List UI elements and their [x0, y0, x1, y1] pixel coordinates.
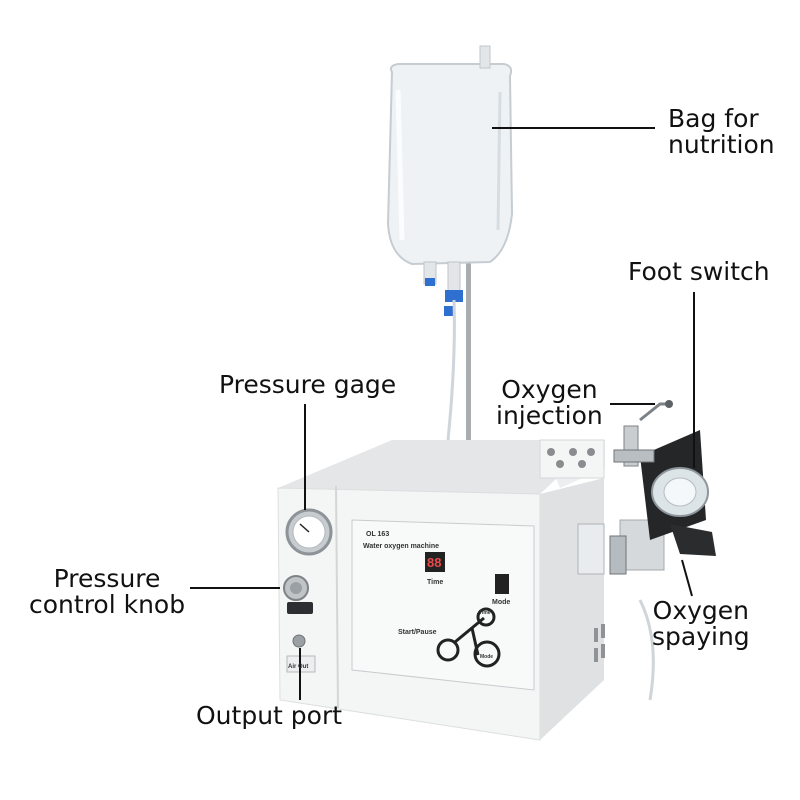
air-out-label: Air Out [288, 664, 308, 670]
drip-tube [446, 299, 456, 441]
leader-oxygen-spraying [681, 559, 693, 597]
callout-bag-for-nutrition: Bag for nutrition [668, 106, 775, 158]
time-display [425, 552, 445, 572]
oxygen-spray-gun [609, 400, 716, 575]
callout-oxygen-spraying: Oxygen spaying [652, 598, 750, 650]
pressure-knob [283, 575, 313, 614]
machine-side [540, 478, 604, 740]
pressure-gauge [285, 508, 333, 556]
callout-spraying-line-1: Oxygen [652, 596, 750, 625]
callout-oxygen-injection: Oxygen injection [496, 377, 603, 429]
callout-spraying-line-2: spaying [652, 622, 750, 651]
callout-foot-switch: Foot switch [628, 257, 770, 286]
callout-bag-line-1: Bag for [668, 104, 759, 133]
nutrition-bag [386, 45, 514, 316]
panel-mode-label: Mode [492, 599, 510, 606]
control-panel [351, 519, 535, 691]
panel-time-label: Time [427, 579, 443, 586]
callout-injection-line-1: Oxygen [501, 375, 598, 404]
panel-product: Water oxygen machine [363, 543, 439, 550]
dial-mode-label: Mode [480, 654, 493, 660]
callout-bag-line-2: nutrition [668, 130, 775, 159]
air-hose [638, 599, 655, 701]
vent-grille [594, 624, 605, 662]
callout-pressure-control-knob: Pressure control knob [29, 566, 185, 618]
machine-top [278, 440, 598, 494]
leader-lines [190, 127, 695, 700]
callout-injection-line-2: injection [496, 401, 603, 430]
dial-time-label: Time [479, 610, 491, 616]
callout-knob-line-1: Pressure [53, 564, 161, 593]
control-dial-graphic [436, 607, 501, 668]
callout-pressure-gage: Pressure gage [219, 370, 397, 399]
display-digits: 88 [427, 555, 441, 570]
panel-model: OL 163 [366, 531, 389, 538]
mode-display [495, 574, 509, 594]
panel-start-pause: Start/Pause [398, 629, 437, 636]
callout-knob-line-2: control knob [29, 590, 186, 619]
callout-output-port: Output port [196, 701, 343, 730]
